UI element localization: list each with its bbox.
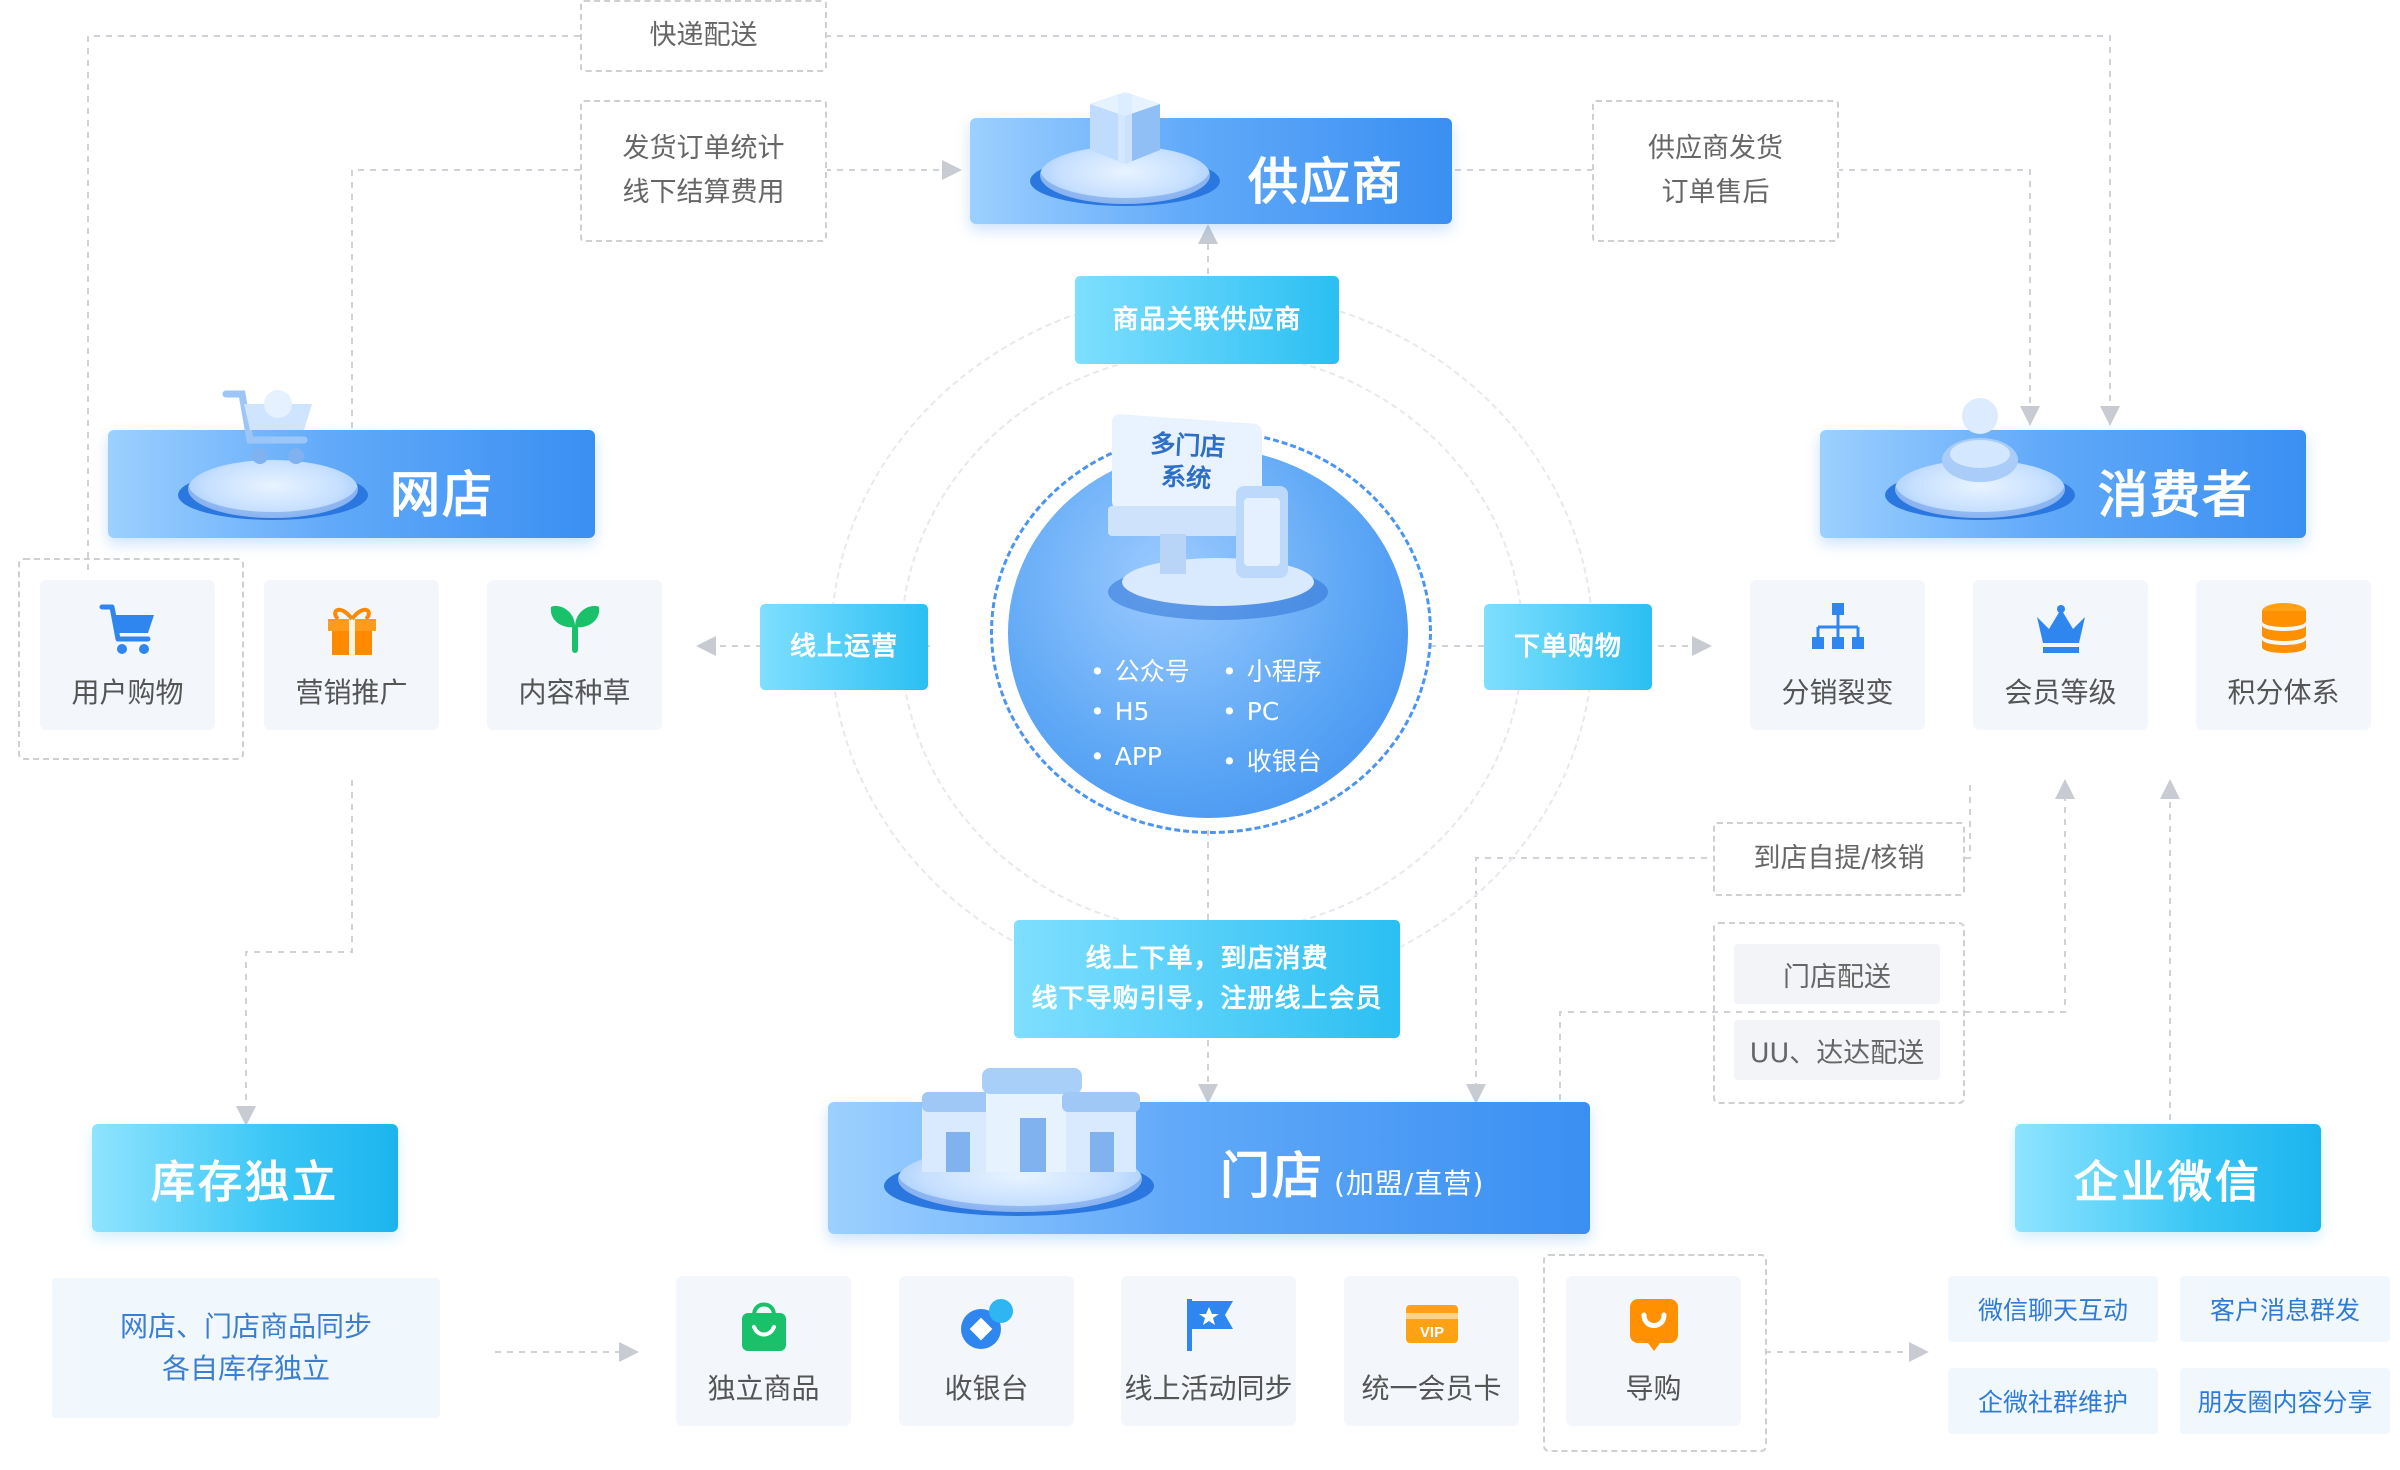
link-supplier-label: 商品关联供应商: [1075, 276, 1339, 364]
feature-label: 分销裂变: [1781, 676, 1894, 709]
o2o-line2: 线下导购引导，注册线上会员: [1031, 984, 1383, 1014]
channel-item: 小程序: [1222, 652, 1322, 688]
system-monitor-icon: [1108, 414, 1328, 620]
feature-card-marketing: 营销推广: [264, 580, 439, 730]
org-tree-icon: [1811, 603, 1864, 649]
crown-icon: [2036, 605, 2085, 653]
gift-icon: [327, 607, 376, 655]
feature-card-user-shopping: 用户购物: [40, 580, 215, 730]
supplier-header: 供应商: [970, 92, 1452, 224]
feature-label: 会员等级: [2004, 676, 2117, 709]
channel-item: 收银台: [1222, 742, 1322, 778]
feature-label: 营销推广: [295, 676, 408, 709]
feature-card-member-card: VIP 统一会员卡: [1344, 1276, 1519, 1426]
feature-label: 内容种草: [518, 676, 631, 709]
guide-icon: [1629, 1299, 1678, 1351]
o2o-label: 线上下单，到店消费 线下导购引导，注册线上会员: [1014, 920, 1400, 1038]
bag-icon: [741, 1302, 786, 1351]
cashier-icon: [960, 1299, 1013, 1349]
feature-label: 独立商品: [707, 1372, 820, 1405]
feature-label: 积分体系: [2227, 676, 2340, 709]
feature-label: 收银台: [944, 1372, 1029, 1405]
supplier-ship-label: 供应商发货 订单售后: [1592, 100, 1839, 242]
channel-item: 公众号: [1090, 652, 1190, 688]
sprout-icon: [550, 605, 599, 653]
shipping-stats-label: 发货订单统计 线下结算费用: [580, 100, 827, 242]
feature-card-member-level: 会员等级: [1973, 580, 2148, 730]
o2o-line1: 线上下单，到店消费: [1085, 944, 1329, 974]
coins-icon: [2261, 603, 2306, 653]
feature-card-points: 积分体系: [2196, 580, 2371, 730]
pedestal: [188, 460, 358, 518]
feature-card-activity-sync: 线上活动同步: [1121, 1276, 1296, 1426]
inventory-description: 网店、门店商品同步 各自库存独立: [52, 1278, 440, 1418]
flag-icon: [1186, 1299, 1233, 1351]
delivery-frame: [1713, 922, 1965, 1104]
hub-title: 多门店 系统: [1130, 427, 1243, 497]
feature-card-content: 内容种草: [487, 580, 662, 730]
wecom-feature-community: 企微社群维护: [1948, 1368, 2158, 1434]
feature-card-cashier: 收银台: [899, 1276, 1074, 1426]
hub-title-line2: 系统: [1160, 461, 1212, 494]
store-title: 门店 (加盟/直营): [1220, 1136, 1484, 1208]
guide-frame: [1543, 1254, 1767, 1452]
feature-label: 导购: [1625, 1372, 1682, 1405]
consumer-header: 消费者: [1820, 398, 2306, 538]
feature-card-distribution: 分销裂变: [1750, 580, 1925, 730]
feature-label: 统一会员卡: [1361, 1372, 1502, 1405]
pickup-label: 到店自提/核销: [1713, 822, 1965, 896]
vip-icon: VIP: [1405, 1305, 1458, 1343]
feature-card-independent-goods: 独立商品: [676, 1276, 851, 1426]
consumer-title: 消费者: [2098, 466, 2254, 524]
channel-item: H5: [1090, 697, 1150, 726]
order-shop-label: 下单购物: [1484, 604, 1652, 690]
inventory-desc-line2: 各自库存独立: [161, 1352, 330, 1385]
svg-text:VIP: VIP: [1419, 1324, 1443, 1341]
hub-title-line1: 多门店: [1149, 429, 1227, 462]
store-subtitle: (加盟/直营): [1334, 1167, 1485, 1200]
wecom-feature-broadcast: 客户消息群发: [2180, 1276, 2390, 1342]
inventory-desc-line1: 网店、门店商品同步: [119, 1310, 372, 1343]
cart-icon: [99, 604, 154, 654]
store-header: 门店 (加盟/直营): [828, 1068, 1590, 1234]
uu-delivery-box: UU、达达配送: [1734, 1020, 1940, 1080]
shop-header: 网店: [108, 390, 595, 538]
online-ops-label: 线上运营: [760, 604, 928, 690]
wecom-feature-chat: 微信聊天互动: [1948, 1276, 2158, 1342]
store-delivery-box: 门店配送: [1734, 944, 1940, 1004]
supplier-title: 供应商: [1248, 153, 1404, 211]
channel-item: PC: [1222, 697, 1280, 726]
shopping-cart-3d-icon: [222, 390, 312, 464]
store-title-text: 门店: [1220, 1147, 1324, 1205]
storefront-3d-icon: [922, 1068, 1140, 1172]
channel-item: APP: [1090, 742, 1162, 771]
user-shopping-frame: [18, 558, 244, 760]
person-3d-icon: [1942, 398, 2018, 482]
shop-title: 网店: [390, 466, 494, 524]
box-icon: [1090, 92, 1160, 164]
feature-label: 用户购物: [71, 676, 184, 709]
feature-label: 线上活动同步: [1124, 1372, 1293, 1405]
wecom-header: 企业微信: [2015, 1124, 2321, 1232]
inventory-header: 库存独立: [92, 1124, 398, 1232]
wecom-feature-moments: 朋友圈内容分享: [2180, 1368, 2390, 1434]
express-label: 快递配送: [580, 0, 827, 72]
feature-card-guide: 导购: [1566, 1276, 1741, 1426]
